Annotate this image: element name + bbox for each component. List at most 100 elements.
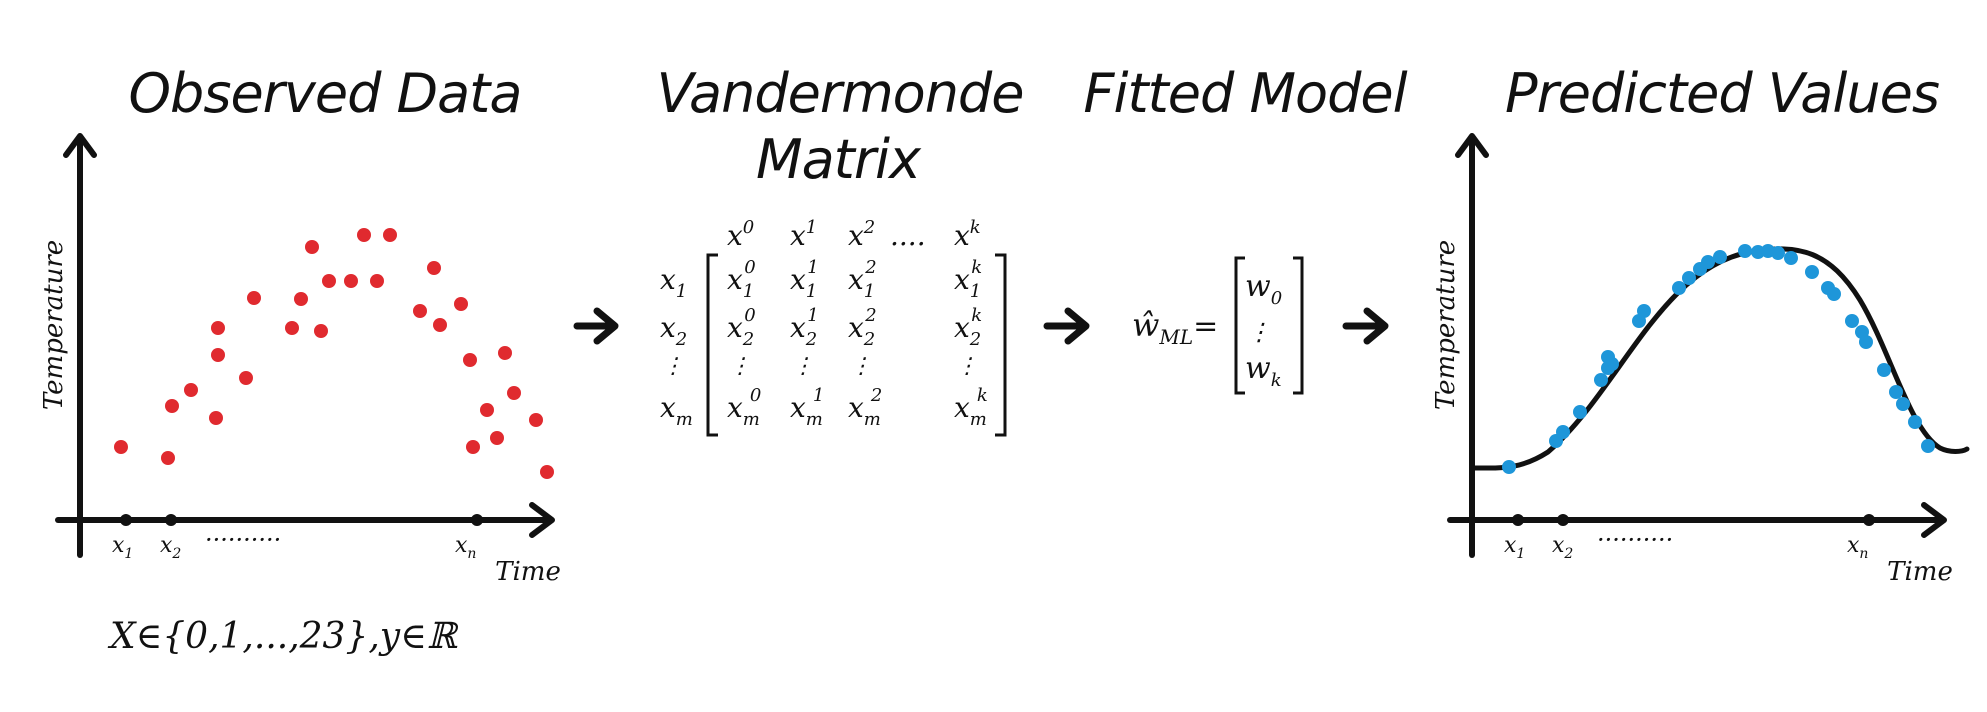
predicted-point xyxy=(1637,304,1651,318)
predicted-tick-x2: x2 xyxy=(1552,533,1573,562)
observed-point xyxy=(463,353,477,367)
observed-point xyxy=(305,240,319,254)
predicted-point xyxy=(1672,281,1686,295)
observed-point xyxy=(383,228,397,242)
predicted-point xyxy=(1921,439,1935,453)
observed-point xyxy=(209,411,223,425)
vandermonde-matrix: x0 x1 x2 .... xk x1 x10 x11 x12 x1k x2 x20 x21 x… xyxy=(660,217,1007,437)
weight-vdots: ⋮ xyxy=(1247,318,1271,346)
matrix-vdots: ⋮ xyxy=(792,354,814,379)
matrix-cell: x12 xyxy=(848,257,877,302)
predicted-point xyxy=(1805,265,1819,279)
arrow-1 xyxy=(573,307,619,345)
predicted-point xyxy=(1594,373,1608,387)
svg-text:....: .... xyxy=(890,219,926,252)
observed-domain-text: X∈{0,1,...,23},y∈ℝ xyxy=(107,616,459,657)
matrix-cell: xmk xyxy=(954,385,988,430)
predicted-point xyxy=(1859,335,1873,349)
svg-text:x1: x1 xyxy=(790,217,817,252)
title-fitted-model: Fitted Model xyxy=(1083,62,1407,125)
predicted-point xyxy=(1573,405,1587,419)
predicted-point xyxy=(1556,425,1570,439)
predicted-tick-xn: xn xyxy=(1847,533,1868,562)
observed-point xyxy=(114,440,128,454)
arrow-2 xyxy=(1043,307,1090,345)
observed-point xyxy=(322,274,336,288)
observed-points xyxy=(114,228,554,479)
arrow-3 xyxy=(1342,307,1389,345)
matrix-cell: xm1 xyxy=(790,385,824,430)
predicted-point xyxy=(1682,271,1696,285)
observed-ylabel: Temperature xyxy=(39,240,69,410)
title-vandermonde-line1: Vandermonde xyxy=(657,62,1024,125)
matrix-cell: x11 xyxy=(790,257,819,302)
matrix-vdots: ⋮ xyxy=(956,354,978,379)
predicted-point xyxy=(1908,415,1922,429)
observed-point xyxy=(294,292,308,306)
observed-point xyxy=(466,440,480,454)
matrix-vdots: ⋮ xyxy=(850,354,872,379)
predicted-point xyxy=(1845,314,1859,328)
observed-tick-ellipsis: ·········· xyxy=(205,526,281,554)
weight-w0: w0 xyxy=(1245,269,1282,309)
predicted-point xyxy=(1771,246,1785,260)
observed-tick-xn: xn xyxy=(455,533,476,562)
observed-point xyxy=(184,383,198,397)
predicted-point xyxy=(1889,385,1903,399)
weight-wk: wk xyxy=(1245,351,1282,391)
predicted-point xyxy=(1738,244,1752,258)
observed-point xyxy=(247,291,261,305)
matrix-cell: xm2 xyxy=(848,385,882,430)
observed-point xyxy=(480,403,494,417)
title-vandermonde-line2: Matrix xyxy=(756,128,922,191)
matrix-cell: x21 xyxy=(790,305,819,350)
observed-point xyxy=(285,321,299,335)
predicted-ylabel: Temperature xyxy=(1431,240,1461,410)
matrix-vdots: ⋮ xyxy=(729,354,751,379)
observed-point xyxy=(540,465,554,479)
svg-text:x0: x0 xyxy=(727,217,754,252)
predicted-point xyxy=(1701,255,1715,269)
observed-point xyxy=(239,371,253,385)
predicted-tick-ellipsis: ·········· xyxy=(1597,526,1673,554)
matrix-brackets xyxy=(706,253,1007,437)
predicted-point xyxy=(1877,363,1891,377)
observed-point xyxy=(161,451,175,465)
observed-point xyxy=(413,304,427,318)
observed-tick-x1: x1 xyxy=(112,533,133,562)
matrix-cell: x2k xyxy=(954,305,982,350)
matrix-row-label: x1 xyxy=(660,263,687,302)
predicted-point xyxy=(1502,460,1516,474)
predicted-xlabel: Time xyxy=(1887,557,1953,587)
observed-point xyxy=(211,348,225,362)
title-observed-data: Observed Data xyxy=(129,62,522,125)
title-predicted-values: Predicted Values xyxy=(1505,62,1939,125)
svg-text:x2: x2 xyxy=(848,217,875,252)
observed-point xyxy=(498,346,512,360)
w-hat-symbol: ŵML= xyxy=(1132,306,1218,349)
observed-point xyxy=(454,297,468,311)
observed-xlabel: Time xyxy=(495,557,561,587)
observed-point xyxy=(211,321,225,335)
observed-point xyxy=(357,228,371,242)
matrix-column-headers: x0 x1 x2 .... xk xyxy=(727,217,981,252)
predicted-point xyxy=(1896,397,1910,411)
predicted-ticks: x1 x2 xn ·········· xyxy=(1504,514,1875,562)
fitted-curve xyxy=(1471,246,1970,471)
observed-point xyxy=(165,399,179,413)
observed-point xyxy=(370,274,384,288)
observed-ticks: x1 x2 xn ·········· xyxy=(112,514,483,562)
observed-point xyxy=(433,318,447,332)
matrix-cell: xm0 xyxy=(727,385,761,430)
predicted-point xyxy=(1605,357,1619,371)
matrix-cell: x10 xyxy=(727,257,756,302)
matrix-cell: x1k xyxy=(954,257,982,302)
matrix-vdots: ⋮ xyxy=(662,354,684,379)
predicted-points xyxy=(1502,244,1935,474)
matrix-cell: x20 xyxy=(727,305,756,350)
observed-point xyxy=(314,324,328,338)
predicted-tick-x1: x1 xyxy=(1504,533,1525,562)
predicted-point xyxy=(1713,250,1727,264)
